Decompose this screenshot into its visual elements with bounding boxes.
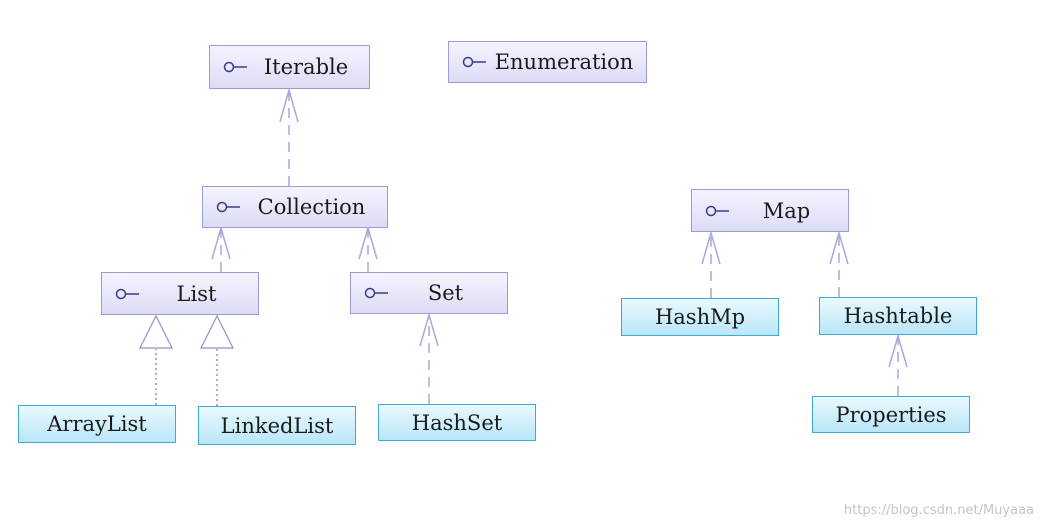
arrowhead-hashtable: [888, 333, 908, 368]
node-linkedlist[interactable]: LinkedList: [198, 406, 356, 445]
node-label: Iterable: [263, 55, 349, 79]
arrowhead-iterable: [279, 87, 299, 123]
node-label: Map: [762, 198, 811, 223]
arrowhead-collection-left: [211, 225, 231, 260]
node-label: List: [176, 281, 217, 306]
interface-lollipop-icon: [216, 200, 242, 214]
node-hashmp[interactable]: HashMp: [621, 298, 779, 336]
node-enumeration[interactable]: Enumeration: [448, 41, 647, 83]
node-set[interactable]: Set: [350, 272, 508, 314]
node-hashtable[interactable]: Hashtable: [819, 297, 977, 335]
node-arraylist[interactable]: ArrayList: [18, 405, 176, 443]
node-label: Set: [427, 281, 464, 305]
interface-lollipop-icon: [115, 287, 141, 301]
node-hashset[interactable]: HashSet: [378, 404, 536, 441]
node-map[interactable]: Map: [691, 189, 849, 232]
triangle-list-right: [200, 314, 234, 349]
node-label: ArrayList: [47, 412, 147, 436]
interface-lollipop-icon: [364, 286, 390, 300]
node-label: Properties: [835, 402, 947, 427]
arrowhead-map-left: [701, 230, 721, 265]
node-list[interactable]: List: [101, 272, 259, 315]
node-label: Enumeration: [494, 50, 634, 74]
interface-lollipop-icon: [705, 204, 731, 218]
watermark-text: https://blog.csdn.net/Muyaaa: [843, 503, 1034, 518]
node-properties[interactable]: Properties: [812, 396, 970, 433]
triangle-list-left: [139, 314, 173, 349]
node-label: Collection: [257, 195, 366, 219]
arrowhead-set: [419, 312, 439, 347]
arrowhead-map-right: [829, 230, 849, 265]
node-label: HashMp: [654, 305, 746, 329]
node-label: LinkedList: [220, 413, 334, 438]
interface-lollipop-icon: [223, 60, 249, 74]
node-label: Hashtable: [843, 304, 953, 328]
arrowhead-collection-right: [358, 225, 378, 260]
node-label: HashSet: [411, 410, 503, 435]
node-iterable[interactable]: Iterable: [209, 45, 370, 89]
node-collection[interactable]: Collection: [202, 186, 388, 228]
interface-lollipop-icon: [462, 55, 488, 69]
